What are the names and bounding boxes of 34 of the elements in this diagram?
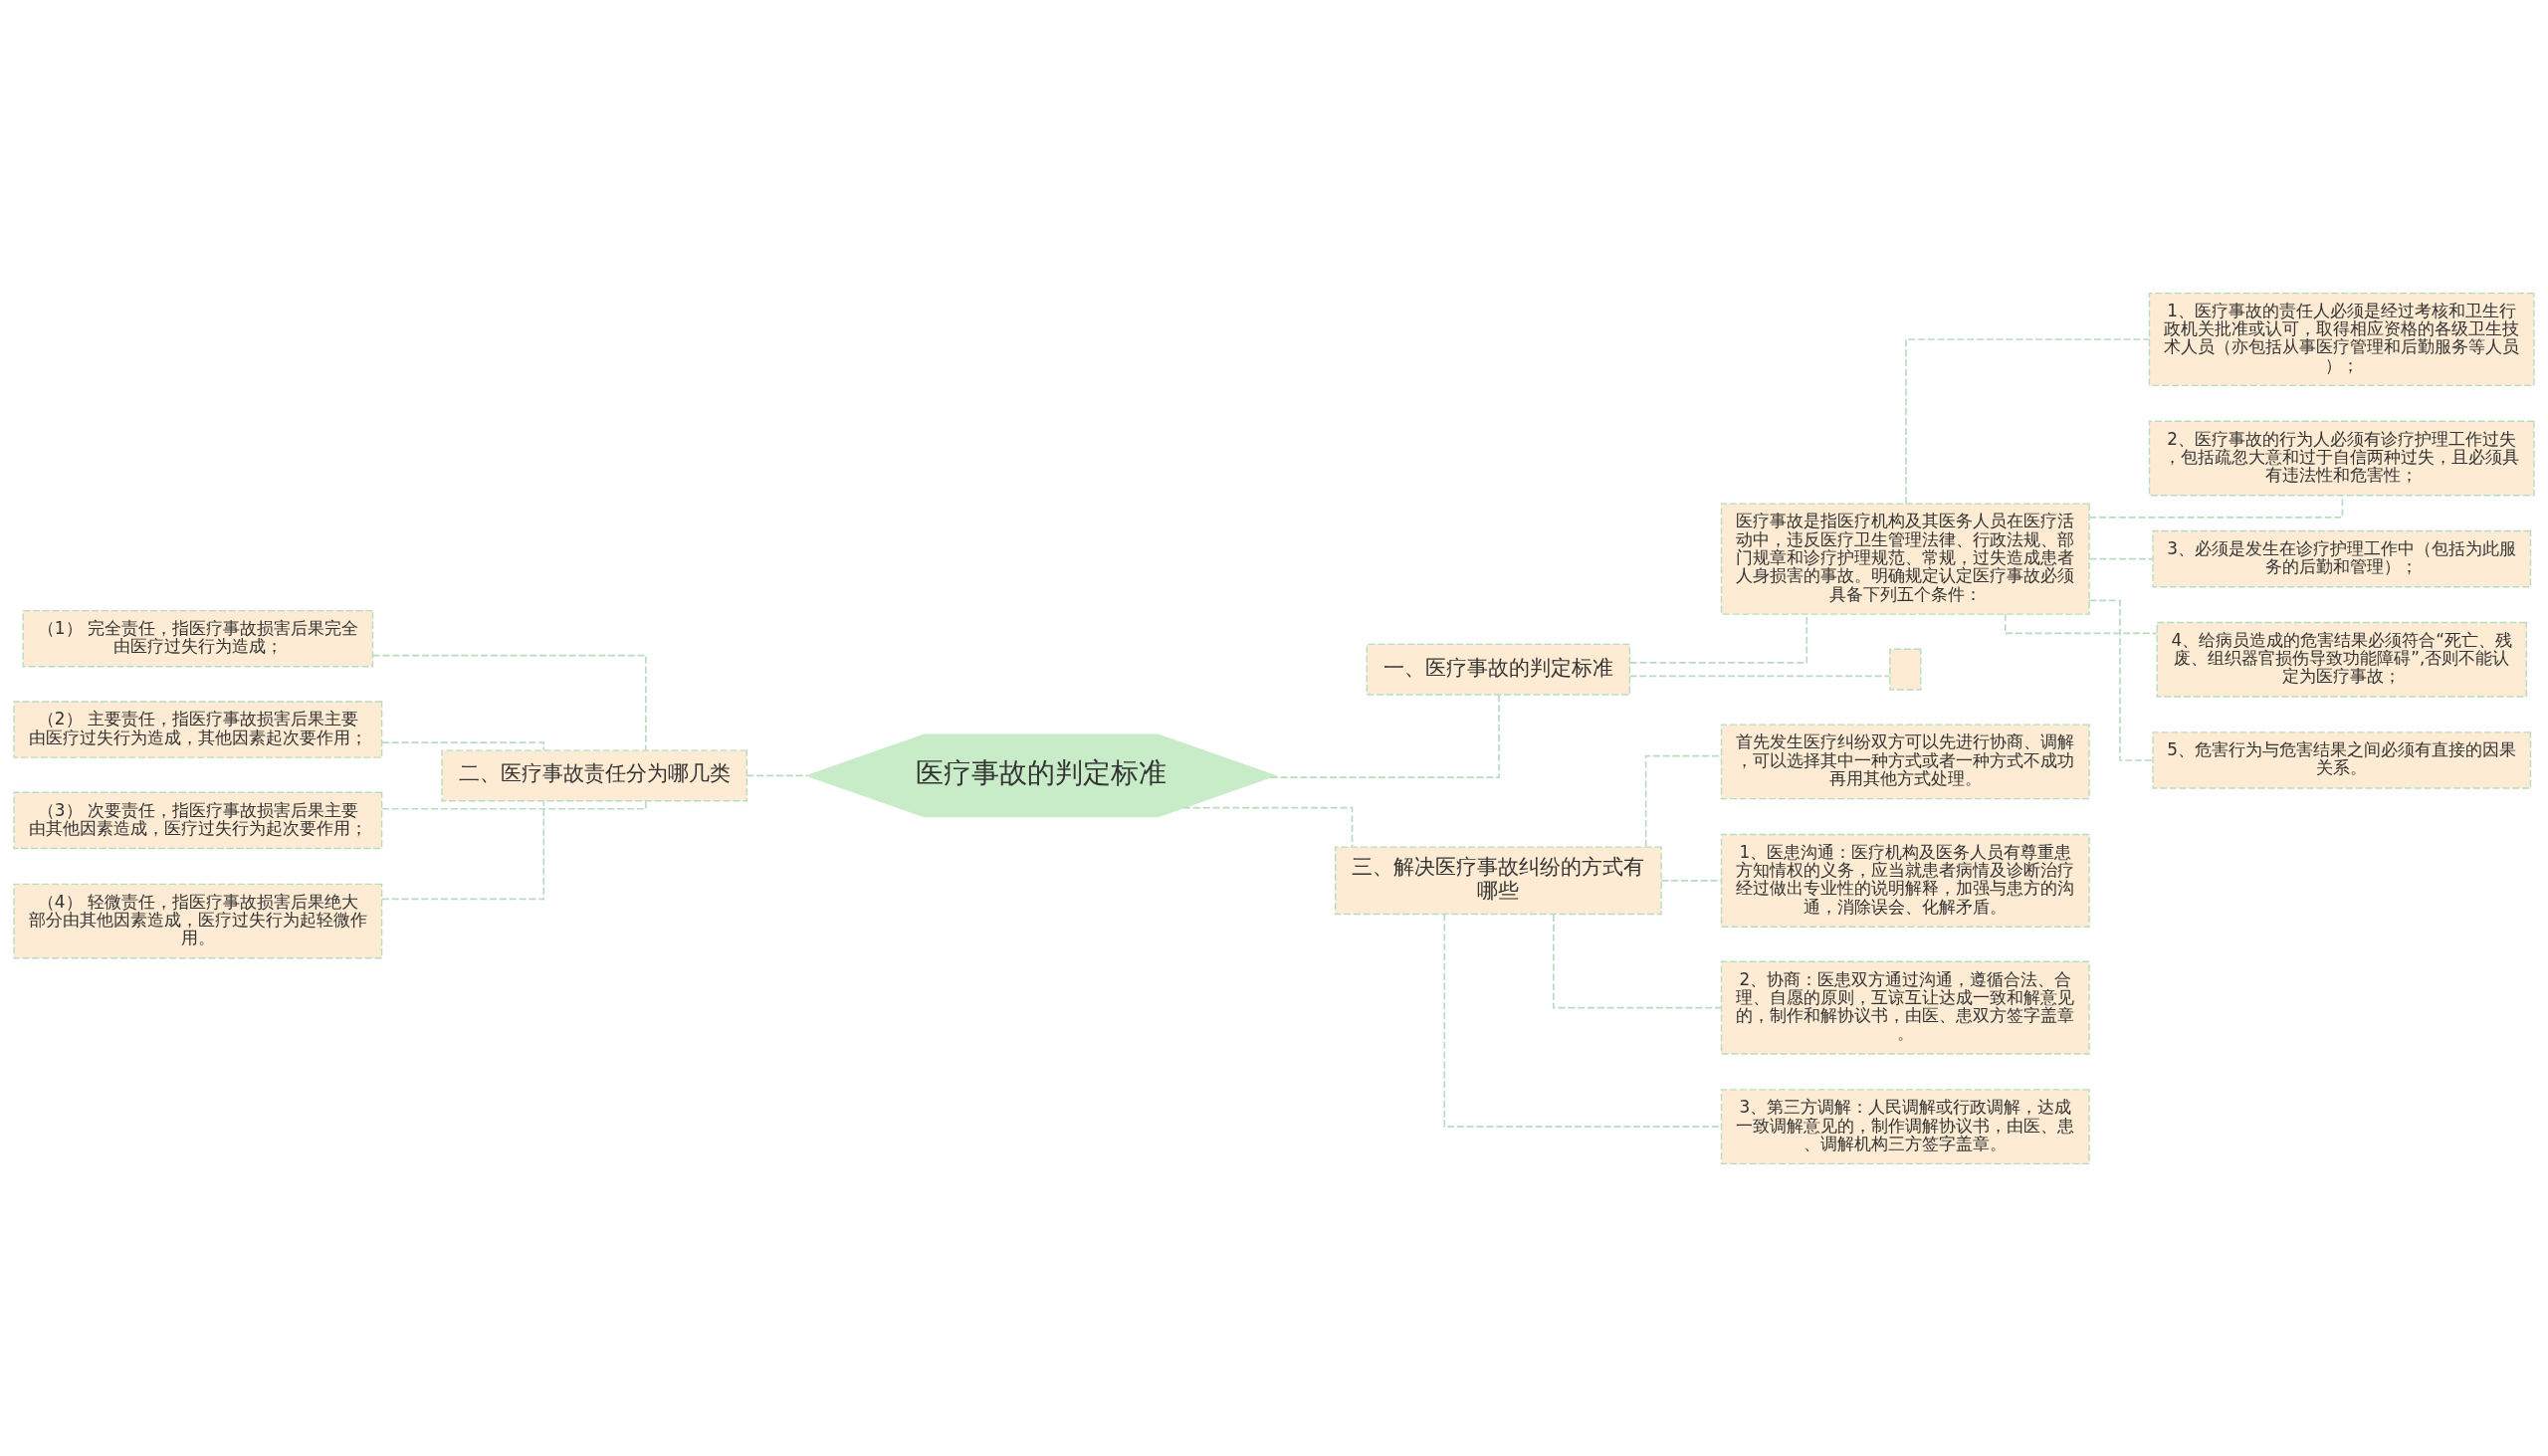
connector bbox=[1269, 694, 1500, 778]
node-box: 1、医患沟通：医疗机构及医务人员有尊重患方知情权的义务，应当就患者病情及诊断治疗经过做出专业性的说明解释，加强与患方的沟通，消除误会、化解矛盾。 bbox=[1720, 833, 2090, 928]
node-box: （1） 完全责任，指医疗事故损害后果完全由医疗过失行为造成； bbox=[22, 609, 374, 668]
connector bbox=[1905, 337, 2151, 505]
connector bbox=[371, 654, 647, 751]
connector bbox=[1628, 675, 1891, 677]
node-box bbox=[1889, 648, 1922, 691]
connector bbox=[2088, 599, 2154, 761]
node-box: 2、协商：医患双方通过沟通，遵循合法、合理、自愿的原则，互谅互让达成一致和解意见的，制作和解协议书，由医、患双方签字盖章。 bbox=[1720, 960, 2090, 1055]
node-box: （3） 次要责任，指医疗事故损害后果主要由其他因素造成，医疗过失行为起次要作用； bbox=[13, 791, 383, 849]
node-box: 医疗事故是指医疗机构及其医务人员在医疗活动中，违反医疗卫生管理法律、行政法规、部门规章和诊疗护理规范、常规，过失造成患者人身损害的事故。明确规定认定医疗事故必须具备下列五个条件： bbox=[1720, 502, 2090, 615]
node-box: 一、医疗事故的判定标准 bbox=[1366, 643, 1631, 696]
connector bbox=[380, 740, 545, 751]
connector bbox=[2004, 612, 2158, 634]
connector bbox=[380, 799, 545, 900]
connector bbox=[1553, 913, 1723, 1009]
connector bbox=[381, 799, 647, 810]
node-box: 3、第三方调解：人民调解或行政调解，达成一致调解意见的，制作调解协议书，由医、患、调解机构三方签字盖章。 bbox=[1720, 1088, 2090, 1164]
connector bbox=[1182, 806, 1354, 848]
connector bbox=[1660, 879, 1723, 882]
node-box: 二、医疗事故责任分为哪几类 bbox=[441, 748, 748, 801]
node-box: 2、医疗事故的行为人必须有诊疗护理工作过失，包括疏忽大意和过于自信两种过失，且必须具有违法性和危害性； bbox=[2148, 420, 2535, 496]
connector bbox=[1443, 913, 1723, 1128]
node-box: 3、必须是发生在诊疗护理工作中（包括为此服务的后勤和管理）； bbox=[2152, 529, 2532, 587]
connector bbox=[1644, 754, 1722, 847]
node-box: 三、解决医疗事故纠纷的方式有哪些 bbox=[1334, 845, 1662, 915]
connector bbox=[745, 774, 808, 776]
node-box: （2） 主要责任，指医疗事故损害后果主要由医疗过失行为造成，其他因素起次要作用； bbox=[13, 700, 383, 758]
node-box: 首先发生医疗纠纷双方可以先进行协商、调解，可以选择其中一种方式或者一种方式不成功再用其他方式处理。 bbox=[1720, 723, 2090, 799]
node-box: （4） 轻微责任，指医疗事故损害后果绝大部分由其他因素造成，医疗过失行为起轻微作用。 bbox=[13, 883, 383, 958]
connector bbox=[2088, 557, 2154, 559]
node-box: 5、危害行为与危害结果之间必须有直接的因果关系。 bbox=[2152, 730, 2532, 789]
node-box: 4、给病员造成的危害结果必须符合“死亡、残废、组织器官损伤导致功能障碍”,否则不能认定为医疗事故； bbox=[2156, 621, 2527, 698]
node-box: 1、医疗事故的责任人必须是经过考核和卫生行政机关批准或认可，取得相应资格的各级卫生技术人员（亦包括从事医疗管理和后勤服务等人员）； bbox=[2148, 292, 2535, 386]
